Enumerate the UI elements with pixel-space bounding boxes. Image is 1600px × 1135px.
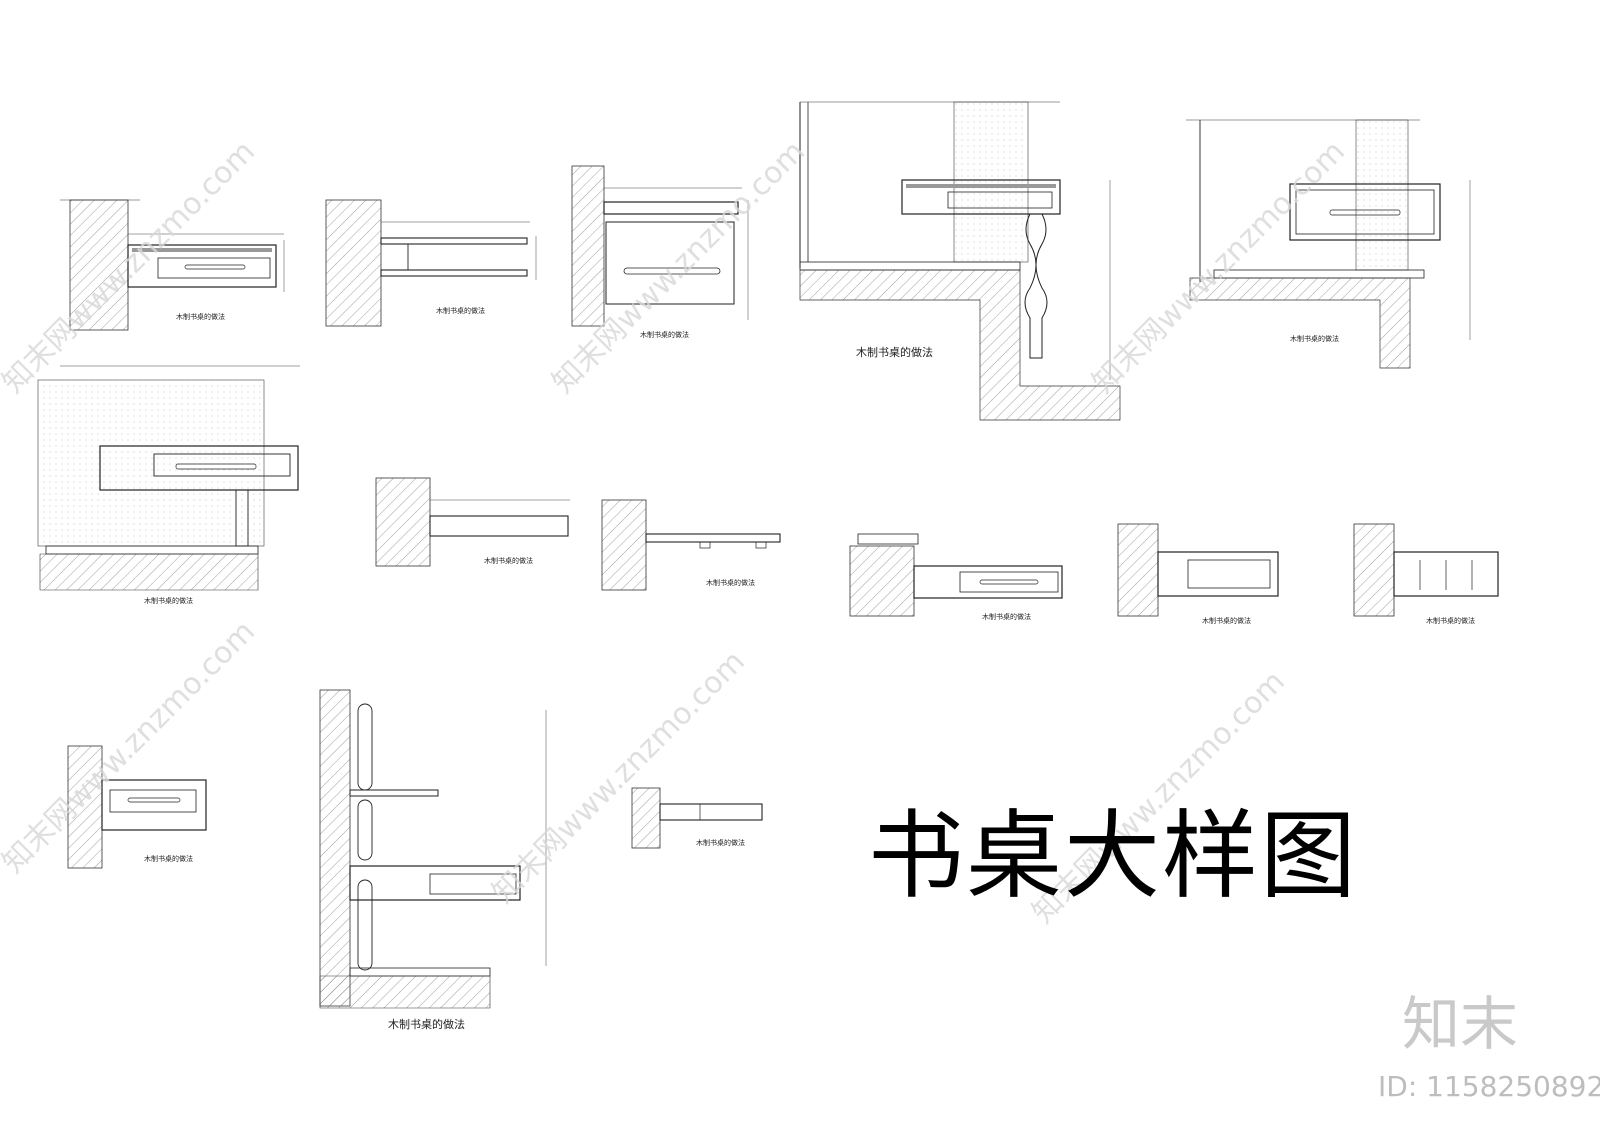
detail-caption: 木制书桌的做法 (640, 331, 689, 339)
brand-logo: 知末 (1402, 990, 1519, 1058)
detail-3 (571, 165, 749, 327)
detail-8 (601, 499, 781, 591)
detail-11 (1353, 523, 1499, 617)
detail-2 (325, 199, 537, 327)
detail-9 (849, 533, 1063, 617)
detail-caption: 木制书桌的做法 (856, 346, 933, 359)
detail-caption: 木制书桌的做法 (144, 597, 193, 605)
detail-1 (60, 199, 285, 331)
detail-caption: 木制书桌的做法 (706, 579, 755, 587)
detail-caption: 木制书桌的做法 (1202, 617, 1251, 625)
detail-caption: 木制书桌的做法 (1426, 617, 1475, 625)
detail-12 (67, 745, 207, 869)
sheet-title: 书桌大样图 (868, 800, 1358, 912)
detail-14 (631, 787, 763, 849)
detail-caption: 木制书桌的做法 (144, 855, 193, 863)
detail-6 (37, 365, 300, 591)
detail-10 (1117, 523, 1279, 617)
detail-caption: 木制书桌的做法 (176, 313, 225, 321)
detail-13 (319, 689, 547, 1009)
detail-caption: 木制书桌的做法 (388, 1018, 465, 1031)
detail-caption: 木制书桌的做法 (436, 307, 485, 315)
image-id: ID: 1158250892 (1378, 1070, 1600, 1103)
detail-5 (1186, 119, 1471, 369)
detail-7 (375, 477, 570, 567)
detail-caption: 木制书桌的做法 (484, 557, 533, 565)
detail-caption: 木制书桌的做法 (696, 839, 745, 847)
detail-4 (799, 101, 1121, 421)
detail-caption: 木制书桌的做法 (1290, 335, 1339, 343)
detail-caption: 木制书桌的做法 (982, 613, 1031, 621)
